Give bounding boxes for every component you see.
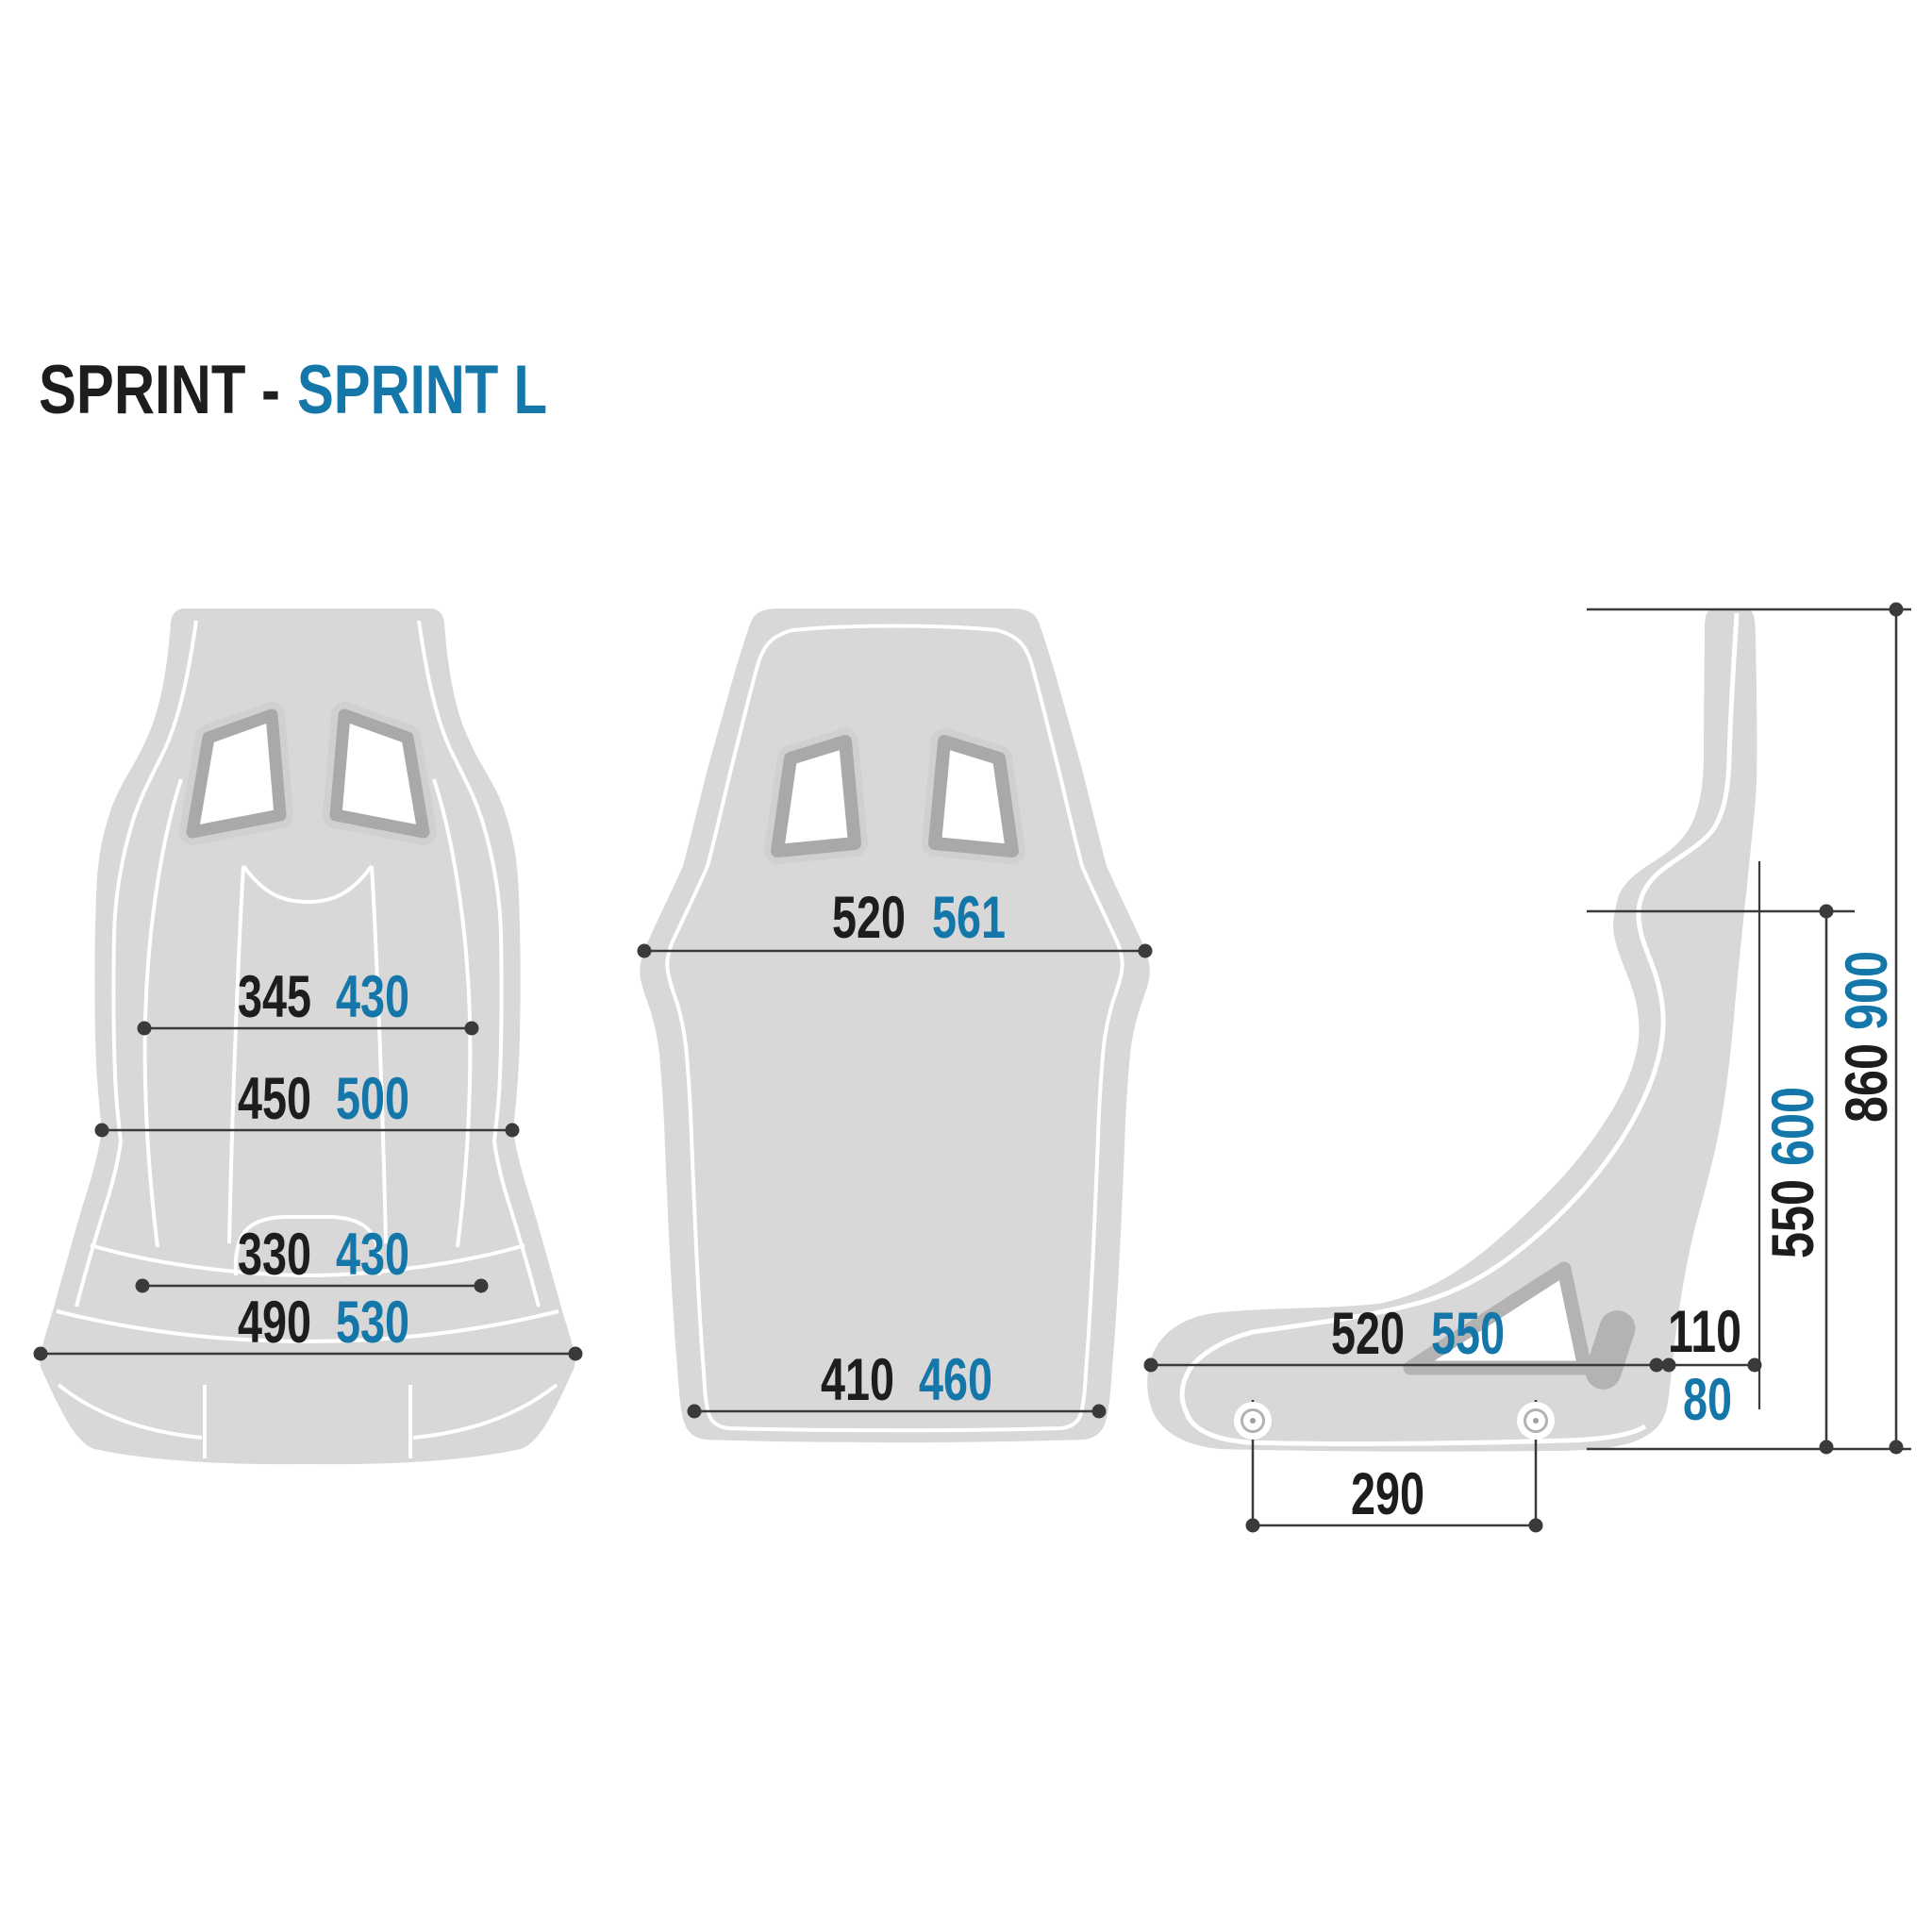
- svg-text:110: 110: [1668, 1299, 1741, 1365]
- svg-text:561: 561: [932, 885, 1006, 951]
- svg-text:520: 520: [832, 885, 906, 951]
- svg-text:430: 430: [336, 964, 409, 1030]
- svg-text:345: 345: [238, 964, 311, 1030]
- svg-text:490: 490: [238, 1290, 311, 1356]
- svg-text:550: 550: [1431, 1301, 1505, 1367]
- svg-text:860 900: 860 900: [1834, 951, 1900, 1123]
- svg-text:SPRINT -: SPRINT -: [39, 352, 280, 428]
- svg-text:80: 80: [1683, 1367, 1732, 1433]
- svg-text:500: 500: [336, 1066, 409, 1132]
- svg-text:550 600: 550 600: [1760, 1087, 1826, 1258]
- svg-text:410: 410: [821, 1347, 894, 1413]
- svg-text:460: 460: [919, 1347, 992, 1413]
- svg-text:290: 290: [1351, 1461, 1424, 1527]
- svg-text:520: 520: [1331, 1301, 1405, 1367]
- svg-text:450: 450: [238, 1066, 311, 1132]
- svg-text:530: 530: [336, 1290, 409, 1356]
- svg-text:430: 430: [336, 1222, 409, 1288]
- svg-text:330: 330: [238, 1222, 311, 1288]
- svg-text:SPRINT L: SPRINT L: [297, 352, 547, 428]
